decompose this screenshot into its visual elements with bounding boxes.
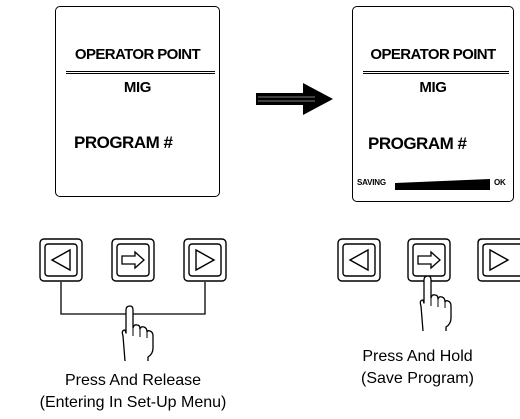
- left-triangle-icon: [50, 248, 71, 272]
- display-divider: [66, 71, 215, 74]
- right-triangle-icon: [489, 248, 510, 272]
- right-caption-line2: (Save Program): [361, 370, 474, 387]
- left-key[interactable]: [39, 238, 83, 282]
- right-arrow-icon: [256, 83, 333, 115]
- enter-arrow-icon: [417, 250, 441, 270]
- left-caption-line1: Press And Release: [64, 372, 202, 389]
- left-caption-line2: (Entering In Set-Up Menu): [39, 394, 227, 411]
- right-triangle-icon: [195, 248, 216, 272]
- display-title: OPERATOR POINT: [74, 46, 201, 63]
- pointing-hand-icon: [121, 305, 154, 362]
- display-program: PROGRAM #: [368, 134, 467, 153]
- right-key[interactable]: [477, 238, 520, 282]
- enter-arrow-icon: [121, 250, 145, 270]
- display-mode: MIG: [123, 79, 152, 96]
- left-display: OPERATOR POINT MIG PROGRAM #: [55, 6, 220, 197]
- pointing-hand-icon: [419, 275, 452, 332]
- display-program: PROGRAM #: [74, 133, 173, 152]
- saving-progress-bar: [395, 177, 490, 190]
- right-key[interactable]: [183, 238, 227, 282]
- display-mode: MIG: [419, 79, 447, 96]
- right-display: OPERATOR POINT MIG PROGRAM # SAVING OK: [352, 6, 514, 202]
- display-divider: [363, 71, 509, 74]
- ok-label: OK: [494, 178, 506, 187]
- left-triangle-icon: [348, 248, 369, 272]
- saving-bar-shape: [395, 179, 490, 190]
- enter-key[interactable]: [111, 238, 155, 282]
- enter-key[interactable]: [407, 238, 451, 282]
- display-title: OPERATOR POINT: [370, 46, 496, 63]
- saving-label: SAVING: [357, 178, 386, 187]
- left-key[interactable]: [337, 238, 381, 282]
- right-caption-line1: Press And Hold: [362, 348, 473, 365]
